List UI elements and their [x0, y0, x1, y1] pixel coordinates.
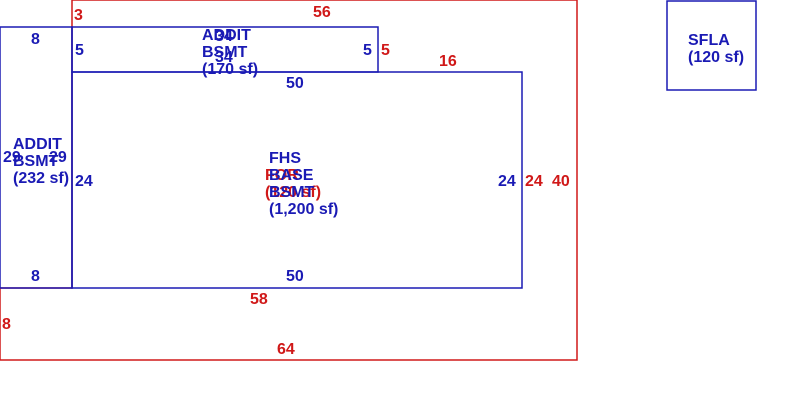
addit-top-dim-right: 5 [363, 42, 372, 59]
addit-left-type: BSMT [13, 153, 59, 170]
fhs-name: FHS [269, 150, 301, 167]
addit-left-name: ADDIT [13, 136, 62, 153]
addit-top-dim-bottom: 34 [215, 49, 233, 66]
addit-left-dim-right: 29 [49, 149, 67, 166]
addit-left-dim-bottom: 8 [31, 268, 40, 285]
addit-bsmt-left-outline [0, 26, 73, 289]
sfla-area: (120 sf) [688, 49, 744, 66]
fhs-dim-top: 50 [286, 75, 304, 92]
sfla-outline [666, 0, 757, 91]
addit-top-area: (170 sf) [202, 61, 258, 78]
overlay-label: FOR [265, 167, 299, 184]
addit-top-name: ADDIT [202, 27, 251, 44]
outer-dim-top-left: 3 [74, 7, 83, 24]
outer-dim-bottom-inner: 58 [250, 291, 268, 308]
addit-left-dim-top: 8 [31, 31, 40, 48]
fhs-dim-right: 24 [498, 173, 516, 190]
fhs-dim-bottom: 50 [286, 268, 304, 285]
overlay-area: (120 sf) [265, 184, 321, 201]
fhs-area: (1,200 sf) [269, 201, 338, 218]
outer-dim-step: 5 [381, 42, 390, 59]
outer-dim-bottom: 64 [277, 341, 295, 358]
outer-dim-step-top: 16 [439, 53, 457, 70]
outer-dim-right: 40 [552, 173, 570, 190]
addit-left-dim-inner: 24 [75, 173, 93, 190]
addit-left-dim-left: 29 [3, 149, 21, 166]
outer-dim-bottom-left: 8 [2, 316, 11, 333]
fhs-subtype: BSMT [269, 184, 315, 201]
addit-top-type: BSMT [202, 44, 248, 61]
addit-left-area: (232 sf) [13, 170, 69, 187]
outer-dim-top: 56 [313, 4, 331, 21]
fhs-type: BASE [269, 167, 314, 184]
addit-top-dim-left: 5 [75, 42, 84, 59]
outer-dim-right-inner: 24 [525, 173, 543, 190]
sfla-name: SFLA [688, 32, 730, 49]
addit-top-dim-top: 34 [215, 28, 233, 45]
